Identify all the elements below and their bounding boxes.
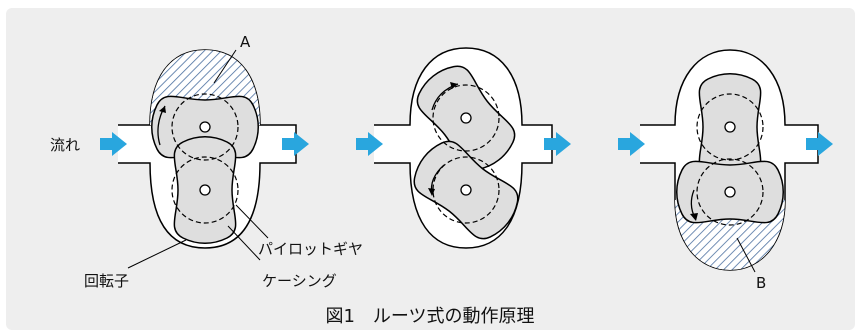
flow-arrow-icon	[100, 132, 127, 156]
label-b: B	[756, 274, 766, 292]
pilot-gear-lower-1	[171, 156, 239, 224]
pilot-gear-upper-1	[171, 93, 239, 161]
shaft-upper-1	[199, 121, 211, 133]
label-rotor: 回転子	[84, 272, 129, 290]
pilot-gear-lower-2	[432, 156, 500, 224]
shaft-lower-3	[724, 186, 736, 198]
figure-caption: 図1 ルーツ式の動作原理	[325, 306, 534, 327]
pilot-gear-lower-3	[696, 158, 764, 226]
flow-arrows	[100, 132, 833, 156]
flow-arrow-icon	[356, 132, 383, 156]
label-a: A	[240, 33, 251, 51]
pump-stage-2	[374, 47, 553, 249]
flow-arrow-icon	[544, 132, 571, 156]
flow-arrow-icon	[806, 132, 833, 156]
label-casing: ケーシング	[262, 272, 337, 290]
label-pilot-gear: パイロットギヤ	[258, 240, 363, 258]
shaft-upper-3	[724, 121, 736, 133]
label-flow: 流れ	[50, 136, 80, 154]
leader-lines	[127, 49, 756, 273]
shaft-lower-1	[199, 184, 211, 196]
flow-arrow-icon	[618, 132, 645, 156]
shaft-lower-2	[460, 184, 472, 196]
shaft-upper-2	[460, 112, 472, 124]
pump-stage-3	[640, 49, 819, 271]
pump-stage-1	[118, 49, 297, 249]
pilot-gear-upper-3	[696, 93, 764, 161]
flow-arrow-icon	[282, 132, 309, 156]
pilot-gear-upper-2	[432, 84, 500, 152]
